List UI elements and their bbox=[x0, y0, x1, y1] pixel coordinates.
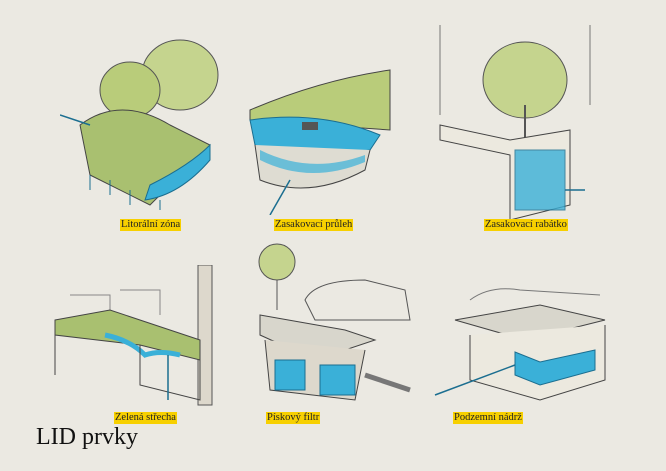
label-litoral-zone: Litorální zóna bbox=[120, 219, 182, 231]
label-green-roof: Zelená střecha bbox=[114, 412, 177, 424]
label-sand-filter: Pískový filtr bbox=[266, 412, 321, 424]
underground-tank-illustration bbox=[434, 288, 606, 401]
label-underground-tank: Podzemní nádrž bbox=[453, 412, 523, 424]
sand-filter-illustration bbox=[258, 243, 411, 401]
label-infiltration-planter: Zasakovací rabátko bbox=[484, 219, 568, 231]
label-infiltration-swale: Zasakovací průleh bbox=[274, 219, 354, 231]
infiltration-planter-illustration bbox=[439, 25, 591, 220]
green-roof-illustration bbox=[54, 265, 213, 406]
littoral-zone-illustration bbox=[60, 39, 219, 210]
infiltration-swale-illustration bbox=[249, 69, 391, 215]
page-title: LID prvky bbox=[36, 424, 138, 450]
